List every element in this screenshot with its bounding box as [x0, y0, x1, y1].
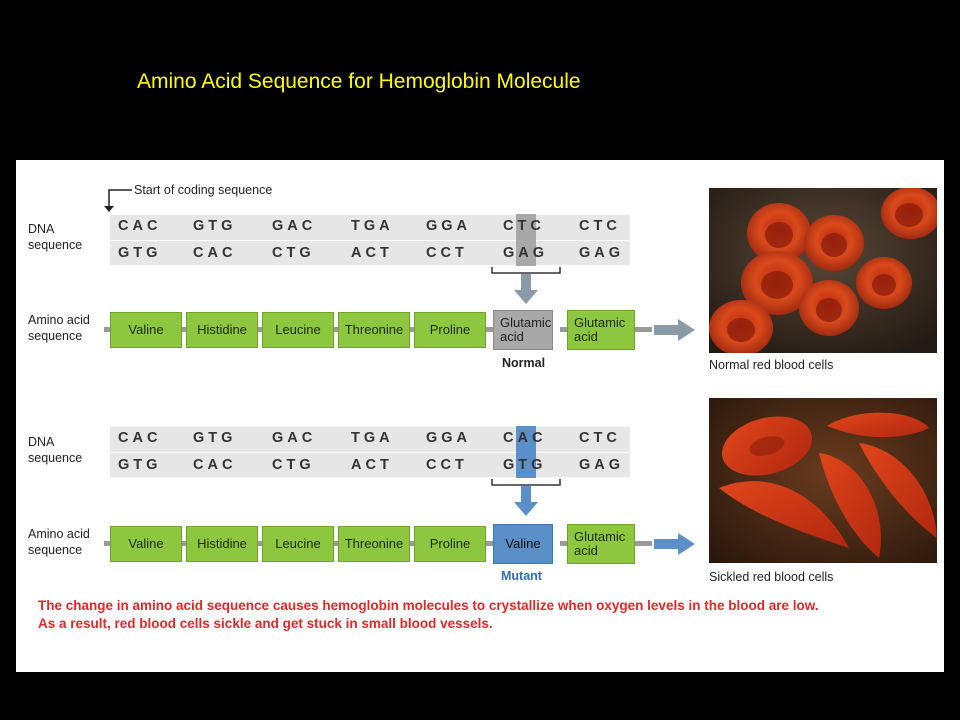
start-coding-arrow-icon: [104, 189, 132, 212]
codon-bottom: ACT: [351, 457, 393, 473]
codon-top: CTC: [579, 430, 621, 446]
amino-acid-box-altered-site: Glutamic acid: [493, 310, 553, 350]
codon-top: GAC: [272, 218, 317, 234]
codon-top: CTC: [579, 218, 621, 234]
amino-acid-box: Glutamic acid: [567, 310, 635, 350]
dna-sequence-normal: [110, 215, 630, 265]
right-arrow-normal-icon: [654, 319, 695, 341]
bracket-arrow-mutant-icon: [491, 479, 561, 516]
caption-sickled-cells: Sickled red blood cells: [709, 570, 834, 584]
amino-acid-box: Leucine: [262, 526, 334, 562]
codon-highlight-normal: [516, 214, 536, 266]
codon-top: TGA: [351, 430, 394, 446]
sickled-red-blood-cells-image: [709, 398, 937, 563]
figure-panel: Start of coding sequence DNA sequence CA…: [16, 160, 944, 672]
status-normal: Normal: [502, 356, 546, 370]
codon-bottom: GTG: [118, 457, 162, 473]
status-mutant: Mutant: [501, 569, 542, 583]
codon-bottom: CCT: [426, 245, 468, 261]
amino-label-normal: Amino acid sequence: [28, 313, 90, 343]
dna-label-mutant: DNA sequence: [28, 435, 83, 465]
normal-red-blood-cells-image: [709, 188, 937, 353]
codon-bottom: CAC: [193, 457, 237, 473]
codon-top: CAC: [118, 218, 162, 234]
codon-top: GGA: [426, 430, 472, 446]
amino-acid-box: Histidine: [186, 312, 258, 348]
amino-acid-box: Glutamic acid: [567, 524, 635, 564]
amino-acid-box: Proline: [414, 312, 486, 348]
amino-acid-box: Valine: [110, 526, 182, 562]
codon-top: GAC: [272, 430, 317, 446]
codon-bottom: GAG: [579, 245, 625, 261]
bracket-arrow-normal-icon: [491, 267, 561, 304]
codon-top: TGA: [351, 218, 394, 234]
codon-top: GTG: [193, 218, 237, 234]
amino-acid-box: Threonine: [338, 312, 410, 348]
codon-bottom-mutated-site: GAG: [503, 245, 549, 261]
codon-bottom: ACT: [351, 245, 393, 261]
codon-bottom: CTG: [272, 245, 315, 261]
codon-top-mutated-site: CAC: [503, 430, 547, 446]
codon-top: GGA: [426, 218, 472, 234]
amino-acid-box-altered-site: Valine: [493, 524, 553, 564]
codon-bottom: GAG: [579, 457, 625, 473]
dna-sequence-mutant: [110, 427, 630, 477]
slide-title: Amino Acid Sequence for Hemoglobin Molec…: [137, 70, 581, 93]
codon-bottom: CCT: [426, 457, 468, 473]
dna-label-normal: DNA sequence: [28, 222, 83, 252]
codon-bottom: CTG: [272, 457, 315, 473]
amino-acid-box: Proline: [414, 526, 486, 562]
amino-acid-box: Leucine: [262, 312, 334, 348]
codon-top: CAC: [118, 430, 162, 446]
amino-acid-box: Histidine: [186, 526, 258, 562]
amino-acid-box: Threonine: [338, 526, 410, 562]
codon-bottom: GTG: [118, 245, 162, 261]
amino-acid-box: Valine: [110, 312, 182, 348]
amino-label-mutant: Amino acid sequence: [28, 527, 90, 557]
codon-bottom-mutated-site: GTG: [503, 457, 547, 473]
caption-normal-cells: Normal red blood cells: [709, 358, 834, 372]
description-text: The change in amino acid sequence causes…: [38, 598, 819, 631]
codon-highlight-mutant: [516, 426, 536, 478]
codon-top: GTG: [193, 430, 237, 446]
codon-top-mutated-site: CTC: [503, 218, 545, 234]
coding-sequence-label: Start of coding sequence: [134, 183, 273, 197]
codon-bottom: CAC: [193, 245, 237, 261]
right-arrow-mutant-icon: [654, 533, 695, 555]
